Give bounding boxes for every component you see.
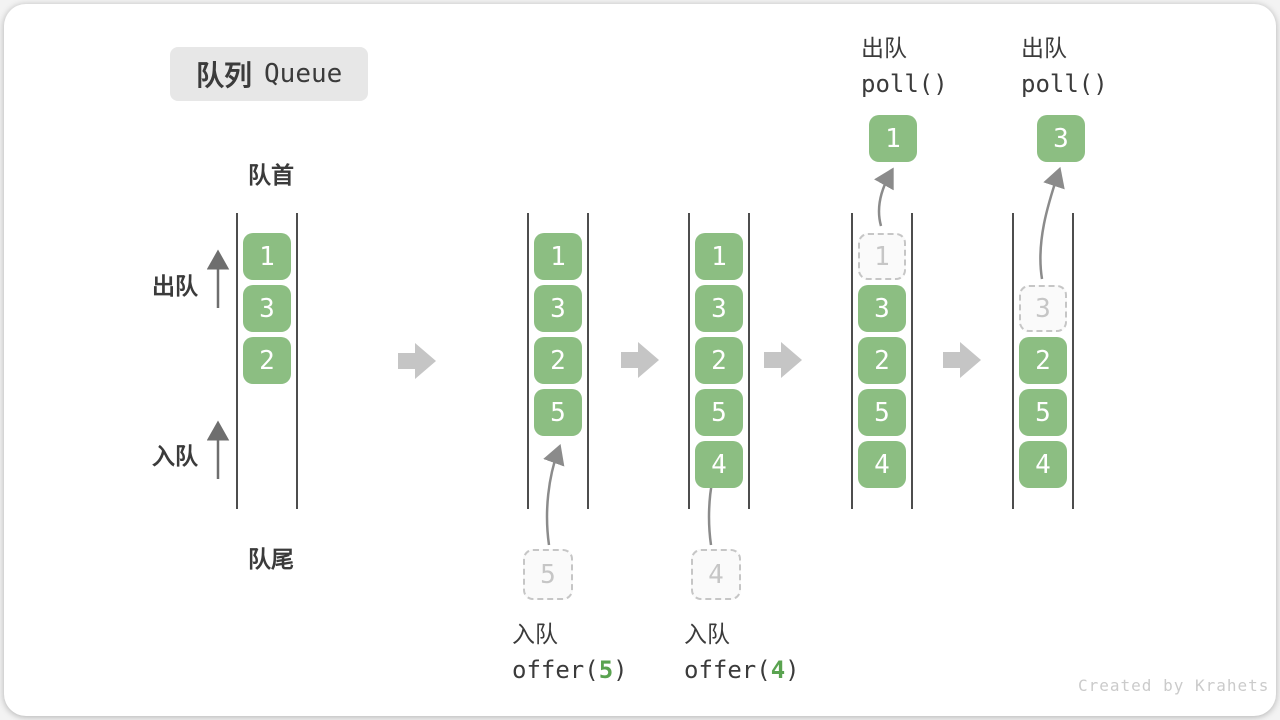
queue-cell: 2: [695, 337, 743, 384]
step-arrow-1-icon: [398, 343, 436, 379]
queue-cell: 3: [243, 285, 291, 332]
queue-cell: 5: [858, 389, 906, 436]
title-zh: 队列: [196, 60, 253, 91]
queue-cell: 4: [858, 441, 906, 488]
dequeue-op-zh: 出队: [1021, 35, 1067, 61]
queue-rear-label: 队尾: [248, 546, 294, 572]
dequeue-operation-label: 出队 poll(): [861, 30, 948, 102]
dequeue-op-zh: 出队: [861, 35, 907, 61]
queue-wall-left: [236, 213, 238, 509]
step-arrow-3-icon: [764, 342, 802, 378]
poll-1-arrow-icon: [874, 167, 894, 227]
polled-result-cell: 3: [1037, 115, 1085, 162]
queue-cell: 2: [858, 337, 906, 384]
queue-front-label: 队首: [248, 162, 294, 188]
queue-wall-right: [748, 213, 750, 509]
enqueue-op-zh: 入队: [512, 621, 558, 647]
pending-enqueue-cell: 5: [523, 549, 573, 600]
queue-cell: 2: [534, 337, 582, 384]
step-arrow-4-icon: [943, 342, 981, 378]
queue-cell: 5: [695, 389, 743, 436]
enqueue-operation-label: 入队 offer(5): [512, 616, 628, 688]
queue-cell: 4: [1019, 441, 1067, 488]
polled-result-cell: 1: [869, 115, 917, 162]
queue-cell-removed: 1: [858, 233, 906, 280]
queue-cell: 3: [695, 285, 743, 332]
title-en: Queue: [264, 59, 343, 89]
enqueue-op-zh: 入队: [684, 621, 730, 647]
dequeue-op-code: poll(): [861, 70, 948, 98]
queue-cell: 2: [243, 337, 291, 384]
queue-cell: 2: [1019, 337, 1067, 384]
queue-wall-right: [911, 213, 913, 509]
queue-cell: 3: [534, 285, 582, 332]
diagram-card: 队列 Queue 队首 队尾 出队 入队 1 3 2 1 3 2 5 5 入队 offer(5)…: [4, 4, 1276, 716]
queue-cell: 1: [534, 233, 582, 280]
queue-wall-left: [527, 213, 529, 509]
queue-cell: 1: [243, 233, 291, 280]
diagram-title-box: 队列 Queue: [170, 47, 369, 101]
queue-wall-right: [296, 213, 298, 509]
queue-wall-left: [851, 213, 853, 509]
queue-cell-removed: 3: [1019, 285, 1067, 332]
queue-wall-right: [587, 213, 589, 509]
queue-wall-left: [688, 213, 690, 509]
enqueue-op-code: offer(4): [684, 656, 800, 684]
enqueue-side-label: 入队: [152, 443, 198, 469]
step-arrow-2-icon: [621, 342, 659, 378]
enqueue-operation-label: 入队 offer(4): [684, 616, 800, 688]
queue-cell: 1: [695, 233, 743, 280]
enqueue-5-arrow-icon: [543, 443, 565, 546]
watermark: Created by Krahets: [1078, 676, 1270, 695]
queue-cell: 4: [695, 441, 743, 488]
pending-enqueue-cell: 4: [691, 549, 741, 600]
queue-cell: 3: [858, 285, 906, 332]
dequeue-op-code: poll(): [1021, 70, 1108, 98]
queue-cell: 5: [534, 389, 582, 436]
dequeue-side-label: 出队: [152, 273, 198, 299]
arrows-layer: [206, 166, 1065, 546]
dequeue-operation-label: 出队 poll(): [1021, 30, 1108, 102]
queue-wall-right: [1072, 213, 1074, 509]
enqueue-op-code: offer(5): [512, 656, 628, 684]
queue-wall-left: [1012, 213, 1014, 509]
poll-3-arrow-icon: [1039, 166, 1065, 280]
queue-cell: 5: [1019, 389, 1067, 436]
